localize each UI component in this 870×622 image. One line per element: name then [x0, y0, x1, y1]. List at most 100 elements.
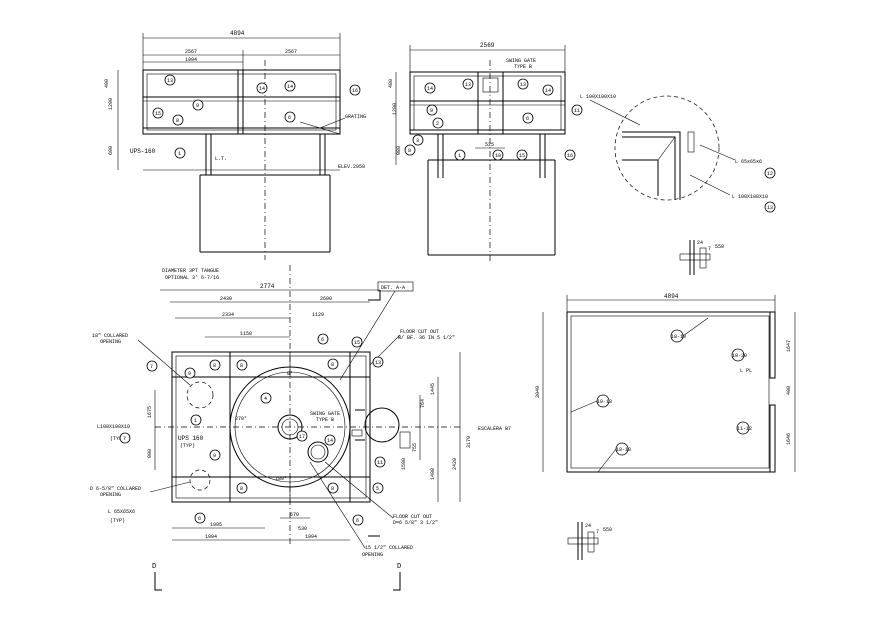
bubble-1: 1	[174, 147, 186, 159]
plan-angle-a: 270°	[235, 416, 247, 422]
plan-dim-l2: 990	[147, 449, 153, 458]
svg-text:14: 14	[287, 84, 293, 90]
plan-label-6-8-sub: OPENING	[100, 492, 121, 498]
svg-text:18-19: 18-19	[671, 334, 686, 340]
plan-dim-a: 2430	[220, 296, 232, 302]
bubble-b14b: 14	[542, 84, 554, 96]
dim-h1: 490	[104, 79, 110, 88]
pbubble-13: 13	[372, 356, 384, 368]
small-top-dim-a: 24	[697, 240, 703, 246]
svg-text:6: 6	[356, 518, 359, 524]
bubble-16: 16	[349, 84, 361, 96]
plan-label-escalera: ESCALERA B7	[478, 426, 511, 432]
svg-text:6: 6	[526, 116, 529, 122]
svg-text:2: 2	[436, 121, 439, 127]
plan-label-det: DET. A-A	[381, 285, 405, 291]
dim-left: 2567	[185, 49, 197, 55]
plan-label-floor-cut-sub: W/ BF. 36 IN 5 1/2"	[398, 335, 455, 341]
dim-h1-b: 480	[388, 79, 394, 88]
svg-text:8: 8	[176, 118, 179, 124]
sbubble-18-20: 18-20	[731, 348, 747, 362]
plan-header-note: DIAMETER 3PT TANGUE	[162, 268, 219, 274]
small-top-dim-b: 7	[708, 246, 711, 252]
plan-label-floor-cut2-sub: D=6 5/8" 3 1/2"	[393, 520, 438, 526]
pbubble-6b: 6	[194, 512, 206, 524]
svg-text:18-18: 18-18	[616, 447, 631, 453]
plan-header-note-sub: OPTIONAL 3' 6-7/16	[165, 275, 219, 281]
detail-circle: L 100X100X10 L 65x65x6 L 100X100X10 11 1…	[571, 94, 776, 213]
small-bot-dim-b: 7	[596, 529, 599, 535]
detail-label-mid: L 65x65x6	[735, 159, 762, 165]
bubble-15: 15	[152, 107, 164, 119]
small-bot-dim-c: 550	[603, 527, 612, 533]
svg-text:1: 1	[178, 151, 181, 157]
svg-text:8: 8	[331, 486, 334, 492]
label-grating: GRATING	[345, 114, 366, 120]
pbubble-8c: 8	[327, 358, 339, 370]
label-elev: ELEV.2950	[338, 164, 365, 170]
dim-h3: 690	[108, 146, 114, 155]
bubble-b16: 16	[564, 149, 576, 161]
plan-dim-l1: 1675	[147, 406, 153, 418]
side-dim-r1: 1647	[786, 340, 792, 352]
plan-dim-r2: 1498	[430, 468, 436, 480]
plan-label-opening: OPENING	[100, 339, 121, 345]
plan-label-swing-sub: TYPE B	[316, 417, 334, 423]
sbubble-10-13: 10-13	[596, 394, 612, 408]
svg-text:14: 14	[427, 86, 433, 92]
plan-dim-mid2: 530	[298, 526, 307, 532]
plan-label-typ: (TYP)	[110, 436, 125, 442]
svg-text:17: 17	[299, 434, 305, 440]
svg-text:8: 8	[240, 486, 243, 492]
bubble-b1: 1	[454, 149, 466, 161]
svg-text:9: 9	[430, 108, 433, 114]
plan-dim-mid1: 670	[290, 512, 299, 518]
plan-label-l65: L 65X65X6	[108, 509, 135, 515]
svg-text:7: 7	[150, 364, 153, 370]
svg-text:6: 6	[321, 337, 324, 343]
svg-text:7: 7	[123, 436, 126, 442]
plan-dim-overall: 2774	[260, 283, 275, 290]
sbubble-18-18: 18-18	[615, 442, 631, 456]
section-marker-d: D	[152, 563, 156, 571]
section-marker-b: D	[397, 563, 401, 571]
plan-angle-c: 0°	[287, 371, 293, 377]
bubble-b13: 13	[462, 78, 474, 90]
svg-text:9: 9	[213, 453, 216, 459]
svg-text:4: 4	[264, 396, 267, 402]
bubble-6: 6	[284, 111, 296, 123]
svg-text:13: 13	[520, 82, 526, 88]
pbubble-9: 9	[184, 367, 196, 379]
svg-text:8: 8	[331, 362, 334, 368]
side-dim-r3: 1646	[786, 433, 792, 445]
svg-text:15: 15	[354, 340, 360, 346]
plan-label-swing: SWING GATE	[310, 411, 340, 417]
side-label-lpl: L PL	[740, 368, 752, 374]
pbubble-6: 6	[317, 333, 329, 345]
plan-dim-bot3: 1994	[305, 534, 317, 540]
pbubble-14: 14	[324, 434, 336, 446]
side-dim-top: 4894	[664, 293, 679, 300]
svg-text:8: 8	[213, 363, 216, 369]
svg-text:18-20: 18-20	[732, 353, 747, 359]
svg-text:6: 6	[198, 516, 201, 522]
side-dim-left: 3049	[535, 386, 541, 398]
bubble-b9: 9	[426, 104, 438, 116]
plan-label-6-8: D 6-5/8" COLLARED	[90, 486, 141, 492]
pbubble-7a: 7	[146, 360, 158, 372]
pbubble-6c: 6	[352, 514, 364, 526]
pbubble-17: 17	[296, 430, 308, 442]
dim-overall-b: 2569	[480, 42, 495, 49]
svg-text:1: 1	[194, 418, 197, 424]
pbubble-7b: 7	[119, 432, 131, 444]
svg-text:16: 16	[567, 153, 573, 159]
plan-dim-r1: 1445	[430, 383, 436, 395]
plan-label-ups: UPS 160	[178, 435, 204, 442]
svg-text:3: 3	[416, 138, 419, 144]
plan-label-ups-typ: (TYP)	[180, 443, 195, 449]
plan-dim-d: 1129	[312, 312, 324, 318]
plan-label-floor-cut2: FLOOR CUT OUT	[393, 514, 432, 520]
svg-text:9: 9	[196, 103, 199, 109]
small-bot-dim-a: 24	[585, 523, 591, 529]
dim-h3-b: 980	[396, 146, 402, 155]
